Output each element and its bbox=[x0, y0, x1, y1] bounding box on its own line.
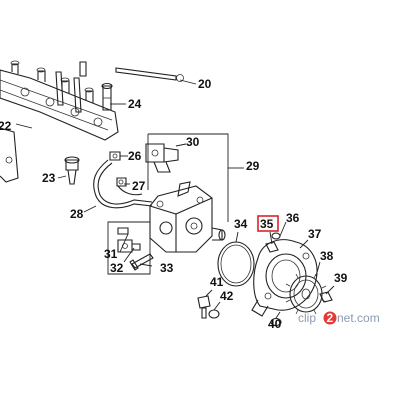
part-36-washer bbox=[271, 232, 281, 240]
part-30-regulator bbox=[145, 143, 179, 173]
label-29: 29 bbox=[246, 159, 260, 173]
highlight-box-35 bbox=[257, 215, 279, 232]
label-23: 23 bbox=[42, 171, 56, 185]
watermark: clip 2 net.com bbox=[298, 311, 380, 325]
label-32: 32 bbox=[110, 261, 124, 275]
label-35: 35 bbox=[260, 217, 274, 231]
label-42: 42 bbox=[220, 289, 234, 303]
part-31-seal bbox=[117, 227, 129, 235]
part-28-fuel-pipe bbox=[93, 159, 153, 209]
label-27: 27 bbox=[132, 179, 146, 193]
label-34: 34 bbox=[234, 217, 248, 231]
part-41-plug bbox=[197, 295, 211, 319]
label-22: 22 bbox=[0, 119, 12, 133]
watermark-digit-badge bbox=[323, 311, 337, 325]
label-33: 33 bbox=[160, 261, 174, 275]
label-39: 39 bbox=[334, 271, 348, 285]
part-34-o-ring bbox=[217, 241, 255, 287]
sub-group-box bbox=[107, 221, 151, 275]
label-31: 31 bbox=[104, 247, 118, 261]
watermark-prefix: clip bbox=[298, 311, 316, 325]
part-33-stud bbox=[129, 253, 154, 271]
label-26: 26 bbox=[128, 149, 142, 163]
label-37: 37 bbox=[308, 227, 322, 241]
part-23-sensor bbox=[64, 156, 80, 185]
part-26-fitting bbox=[109, 151, 121, 161]
label-28: 28 bbox=[70, 207, 84, 221]
label-40: 40 bbox=[268, 317, 282, 331]
pump-body bbox=[149, 181, 226, 253]
leader-lines bbox=[15, 79, 335, 319]
part-37-housing bbox=[251, 239, 318, 317]
part-27-fitting bbox=[116, 177, 127, 187]
label-30: 30 bbox=[186, 135, 200, 149]
fuel-rail bbox=[0, 60, 119, 183]
watermark-digit: 2 bbox=[327, 311, 334, 325]
part-24-plug bbox=[101, 82, 113, 111]
label-41: 41 bbox=[210, 275, 224, 289]
part-32-connector bbox=[117, 239, 141, 253]
label-36: 36 bbox=[286, 211, 300, 225]
label-38: 38 bbox=[320, 249, 334, 263]
part-40-ring bbox=[270, 317, 282, 327]
part-39-nut bbox=[319, 291, 333, 303]
label-20: 20 bbox=[198, 77, 212, 91]
part-42-seal bbox=[208, 309, 220, 319]
watermark-suffix: net.com bbox=[337, 311, 380, 325]
label-24: 24 bbox=[128, 97, 142, 111]
part-20-bolt bbox=[115, 67, 184, 82]
